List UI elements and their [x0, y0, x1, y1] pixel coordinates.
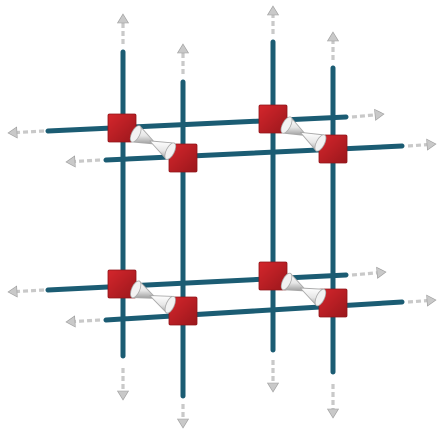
arrow-right-back-lower: [351, 266, 387, 279]
arrow-left-back-upper: [7, 126, 45, 139]
arrow-right-front-lower: [407, 294, 437, 307]
spring-lower-right: [280, 272, 327, 307]
arrow-down-front-right: [326, 384, 340, 419]
arrow-left-back-lower: [7, 285, 45, 298]
arrow-up-front-left: [176, 43, 190, 74]
arrow-down-back-right: [266, 360, 280, 393]
front-horizontal-rod-lower: [103, 299, 405, 323]
spring-lower-left: [130, 280, 176, 314]
arrow-right-back-upper: [351, 108, 385, 121]
front-horizontal-rod-upper: [103, 143, 405, 163]
front-rods: [103, 65, 405, 399]
joints: [107, 104, 348, 326]
spring-upper-left: [129, 125, 177, 160]
axial-arrows: [7, 5, 437, 429]
arrow-up-back-left: [116, 13, 130, 44]
arrow-left-front-lower: [65, 315, 101, 328]
back-horizontal-rod-upper: [45, 114, 349, 134]
spring-upper-right: [280, 116, 327, 152]
springs: [129, 116, 327, 314]
back-rods: [45, 39, 349, 359]
back-horizontal-rod-lower: [45, 272, 349, 293]
arrow-left-front-upper: [65, 155, 101, 168]
arrow-right-front-upper: [407, 138, 437, 151]
arrow-up-front-right: [326, 31, 340, 60]
arrow-down-back-left: [116, 368, 130, 401]
arrow-down-front-left: [176, 404, 190, 429]
arrow-up-back-right: [266, 5, 280, 34]
